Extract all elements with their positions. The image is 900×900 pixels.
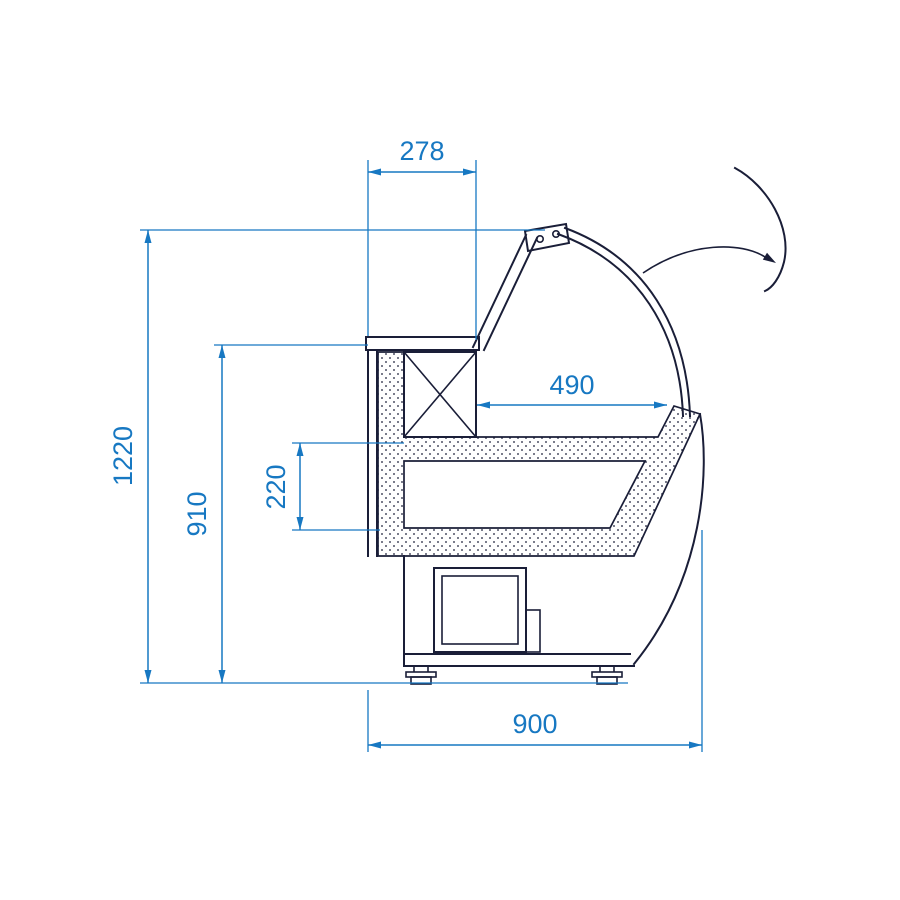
dim-arrowhead (144, 230, 152, 243)
extension-lines (367, 160, 477, 340)
dimension-label-1220: 1220 (108, 426, 138, 486)
glass-front-open (733, 166, 787, 293)
dimension-910: 910 (182, 344, 368, 683)
dim-arrowhead (144, 670, 152, 683)
front-frame-slant (471, 233, 539, 352)
dim-arrowhead (368, 741, 381, 749)
cabinet-outline (403, 555, 635, 667)
dim-arrowhead (368, 168, 381, 176)
compressor-step (525, 609, 541, 653)
dimension-label-278: 278 (399, 136, 444, 166)
insulation-band (377, 351, 702, 557)
fan-coil-frame (403, 351, 477, 438)
opening-arc (642, 246, 766, 274)
dim-arrowhead (689, 741, 702, 749)
adjustable-foot-left (405, 666, 437, 685)
dimension-label-220: 220 (261, 464, 291, 509)
worktop-surface (365, 336, 480, 351)
dim-arrowhead (218, 670, 226, 683)
dim-arrowhead (463, 168, 476, 176)
machine-cabinet (403, 555, 635, 667)
glass-front-closed (556, 226, 692, 418)
dimension-278: 278 (367, 136, 477, 340)
cross-brace (403, 351, 477, 438)
dim-arrowhead (218, 345, 226, 358)
front-panel-curve (632, 412, 705, 666)
counter-body (365, 166, 787, 685)
opening-direction-arrow-icon (642, 246, 776, 274)
extension-lines (367, 530, 703, 752)
dimension-220: 220 (261, 442, 404, 531)
compressor-inner (441, 575, 519, 645)
dimension-490: 490 (477, 370, 667, 409)
dim-arrowhead (654, 401, 667, 409)
dimension-label-910: 910 (182, 491, 212, 536)
extension-lines (292, 442, 404, 531)
rear-wall (367, 349, 378, 557)
opening-arrowhead (762, 252, 776, 263)
dim-arrowhead (296, 443, 304, 456)
fan-coil-unit (403, 351, 477, 438)
bolt-icon (535, 235, 544, 244)
dim-arrowhead (296, 517, 304, 530)
compressor-compartment (433, 567, 527, 653)
adjustable-foot-right (591, 666, 623, 685)
dimension-label-490: 490 (549, 370, 594, 400)
canopy-bracket (523, 222, 571, 253)
dimension-900: 900 (367, 530, 703, 752)
bracket-body (523, 222, 571, 253)
dimension-label-900: 900 (512, 709, 557, 739)
dim-arrowhead (477, 401, 490, 409)
